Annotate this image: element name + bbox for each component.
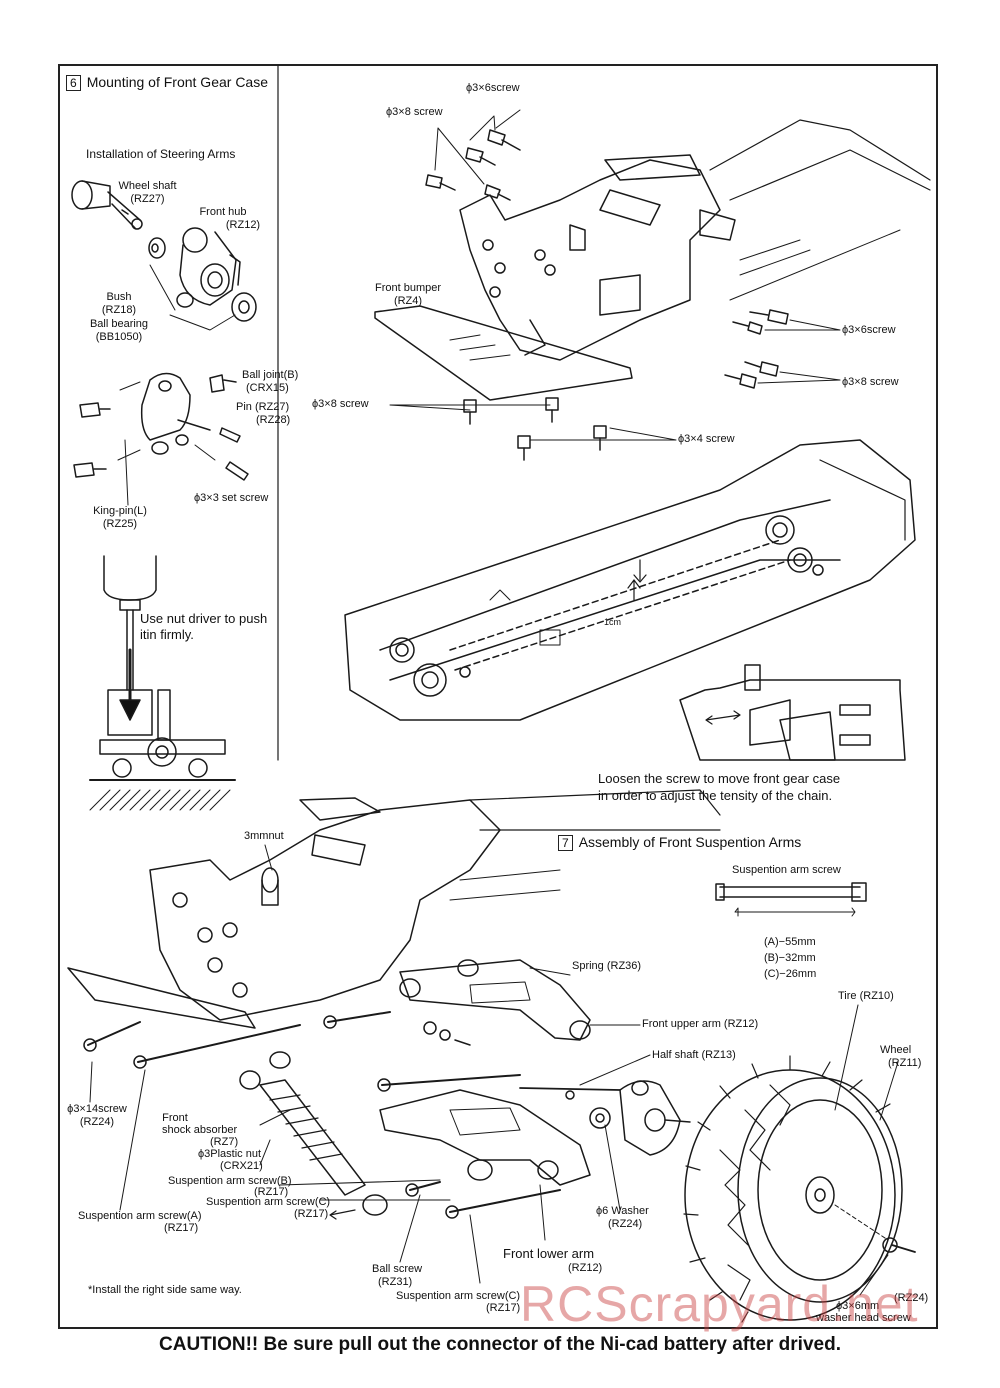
section-7-heading: 7 Assembly of Front Suspention Arms [558,834,801,851]
section-6-title: Mounting of Front Gear Case [86,74,268,90]
bush-label: Bush [106,291,132,303]
screw-3x14-label: ϕ3×14screw [67,1103,127,1115]
ball-bearing-code: (BB1050) [95,331,143,343]
king-pin-code: (RZ25) [102,518,138,530]
install-right-side-note: *Install the right side same way. [88,1284,242,1296]
front-lower-arm-drawing [379,1089,591,1186]
wheel-shaft-code: (RZ27) [130,193,165,205]
pin-label: Pin (RZ27) [236,401,290,413]
nut-driver-drawing [89,555,236,811]
front-upper-arm-drawing [399,959,591,1041]
section-7-number: 7 [558,835,573,851]
ball-bearing-label: Ball bearing [89,318,149,330]
front-lower-arm-code: (RZ12) [568,1262,603,1274]
section-6-number: 6 [66,75,81,91]
nut-driver-note-line1: Use nut driver to push [140,611,268,626]
suspension-arm-screw-drawing [715,882,867,917]
adjustment-inset-drawing [679,664,906,761]
shock-label: Front [162,1112,188,1124]
wheel-shaft-label: Wheel shaft [118,180,177,192]
screw-a-code: (RZ17) [164,1222,199,1234]
front-hub-label: Front hub [199,206,247,218]
spring-label: Spring (RZ36) [572,960,642,972]
gear-case-drawing [374,119,931,401]
plastic-nut-code: (CRX21) [220,1160,263,1172]
nut-driver-note-line2: itin firmly. [140,627,194,642]
screw-b-code: (RZ17) [254,1186,289,1198]
screw-c-bottom-label: Suspention arm screw(C) [396,1290,521,1302]
screws-right-drawing [724,309,841,389]
page-border [58,64,938,1329]
hub-halfshaft-drawing [519,1080,691,1156]
susp-arm-screw-title: Suspention arm screw [732,864,841,876]
front-lower-arm-label: Front lower arm [503,1246,595,1261]
wheel-code: (RZ11) [888,1057,922,1069]
pin-code: (RZ28) [256,414,291,426]
half-shaft-label: Half shaft (RZ13) [652,1049,736,1061]
hub-assembly-drawing [73,372,249,506]
ball-screw-code: (RZ31) [378,1276,413,1288]
one-cm-label: 1cm [604,617,622,627]
front-hub-code: (RZ12) [225,219,261,231]
screw-3x8-top-label: ϕ3×8 screw [386,106,443,118]
chassis-chain-drawing [344,439,916,721]
screw-3x6-right-label: ϕ3×6screw [842,324,896,336]
tire-label: Tire (RZ10) [838,990,894,1002]
bush-code: (RZ18) [101,304,137,316]
nut-3mm-label: 3mmnut [244,830,284,842]
shock-code: (RZ7) [210,1136,239,1148]
washer-head-label: ϕ3×6mm [836,1300,880,1312]
length-b: (B)−32mm [764,952,816,964]
length-c: (C)−26mm [764,968,817,980]
screws-bottom-drawing [389,397,677,461]
screw-3x4-label: ϕ3×4 screw [678,433,735,445]
suspension-screws-drawing [83,1011,611,1219]
screw-a-label: Suspention arm screw(A) [78,1210,202,1222]
set-screw-label: ϕ3×3 set screw [194,492,269,504]
front-bumper-label: Front bumper [374,282,442,294]
front-bumper-code: (RZ4) [393,295,423,307]
shock-absorber-drawing [239,1051,388,1220]
loosen-note-line1: Loosen the screw to move front gear case [598,771,841,786]
screw-3x14-code: (RZ24) [79,1116,115,1128]
screw-c-mid-label: Suspention arm screw(C) [206,1196,331,1208]
ball-screw-label: Ball screw [372,1263,423,1275]
wheel-shaft-drawing [71,180,143,230]
front-suspension-chassis-drawing [67,789,721,1029]
leader-lines [89,844,899,1296]
steering-arms-title: Installation of Steering Arms [86,147,236,161]
front-hub-drawing [176,227,241,308]
king-pin-label: King-pin(L) [93,505,147,517]
section-6-heading: 6 Mounting of Front Gear Case [66,74,268,91]
screw-3x8-left-label: ϕ3×8 screw [312,398,369,410]
screws-top-drawing [425,109,521,201]
site-watermark: RCScrapyard.net [520,1276,919,1332]
shock-label-2: shock absorber [162,1124,238,1136]
washer-6-code: (RZ24) [608,1218,643,1230]
screw-c-bottom-code: (RZ17) [486,1302,521,1314]
ball-joint-code: (CRX15) [246,382,289,394]
screw-c-mid-code: (RZ17) [294,1208,329,1220]
washer-head-code: (RZ24) [894,1292,929,1304]
ball-joint-label: Ball joint(B) [242,369,299,381]
washer-6-label: ϕ6 Washer [596,1205,649,1217]
ball-bearing-drawing [231,292,257,322]
screw-b-label: Suspention arm screw(B) [168,1175,292,1187]
screw-3x6-top-label: ϕ3×6screw [466,82,520,94]
length-a: (A)−55mm [764,936,816,948]
section-7-title: Assembly of Front Suspention Arms [578,834,802,850]
loosen-note-line2: in order to adjust the tensity of the ch… [598,788,833,803]
tire-wheel-drawing [683,1055,916,1323]
plastic-nut-label: ϕ3Plastic nut [198,1148,262,1160]
caution-footer: CAUTION!! Be sure pull out the connector… [159,1334,841,1355]
washer-head-label-2: washer head screw [816,1312,911,1324]
bush-drawing [148,237,166,259]
front-upper-arm-label: Front upper arm (RZ12) [642,1018,759,1030]
wheel-label: Wheel [880,1044,912,1056]
screw-3x8-right-label: ϕ3×8 screw [842,376,899,388]
